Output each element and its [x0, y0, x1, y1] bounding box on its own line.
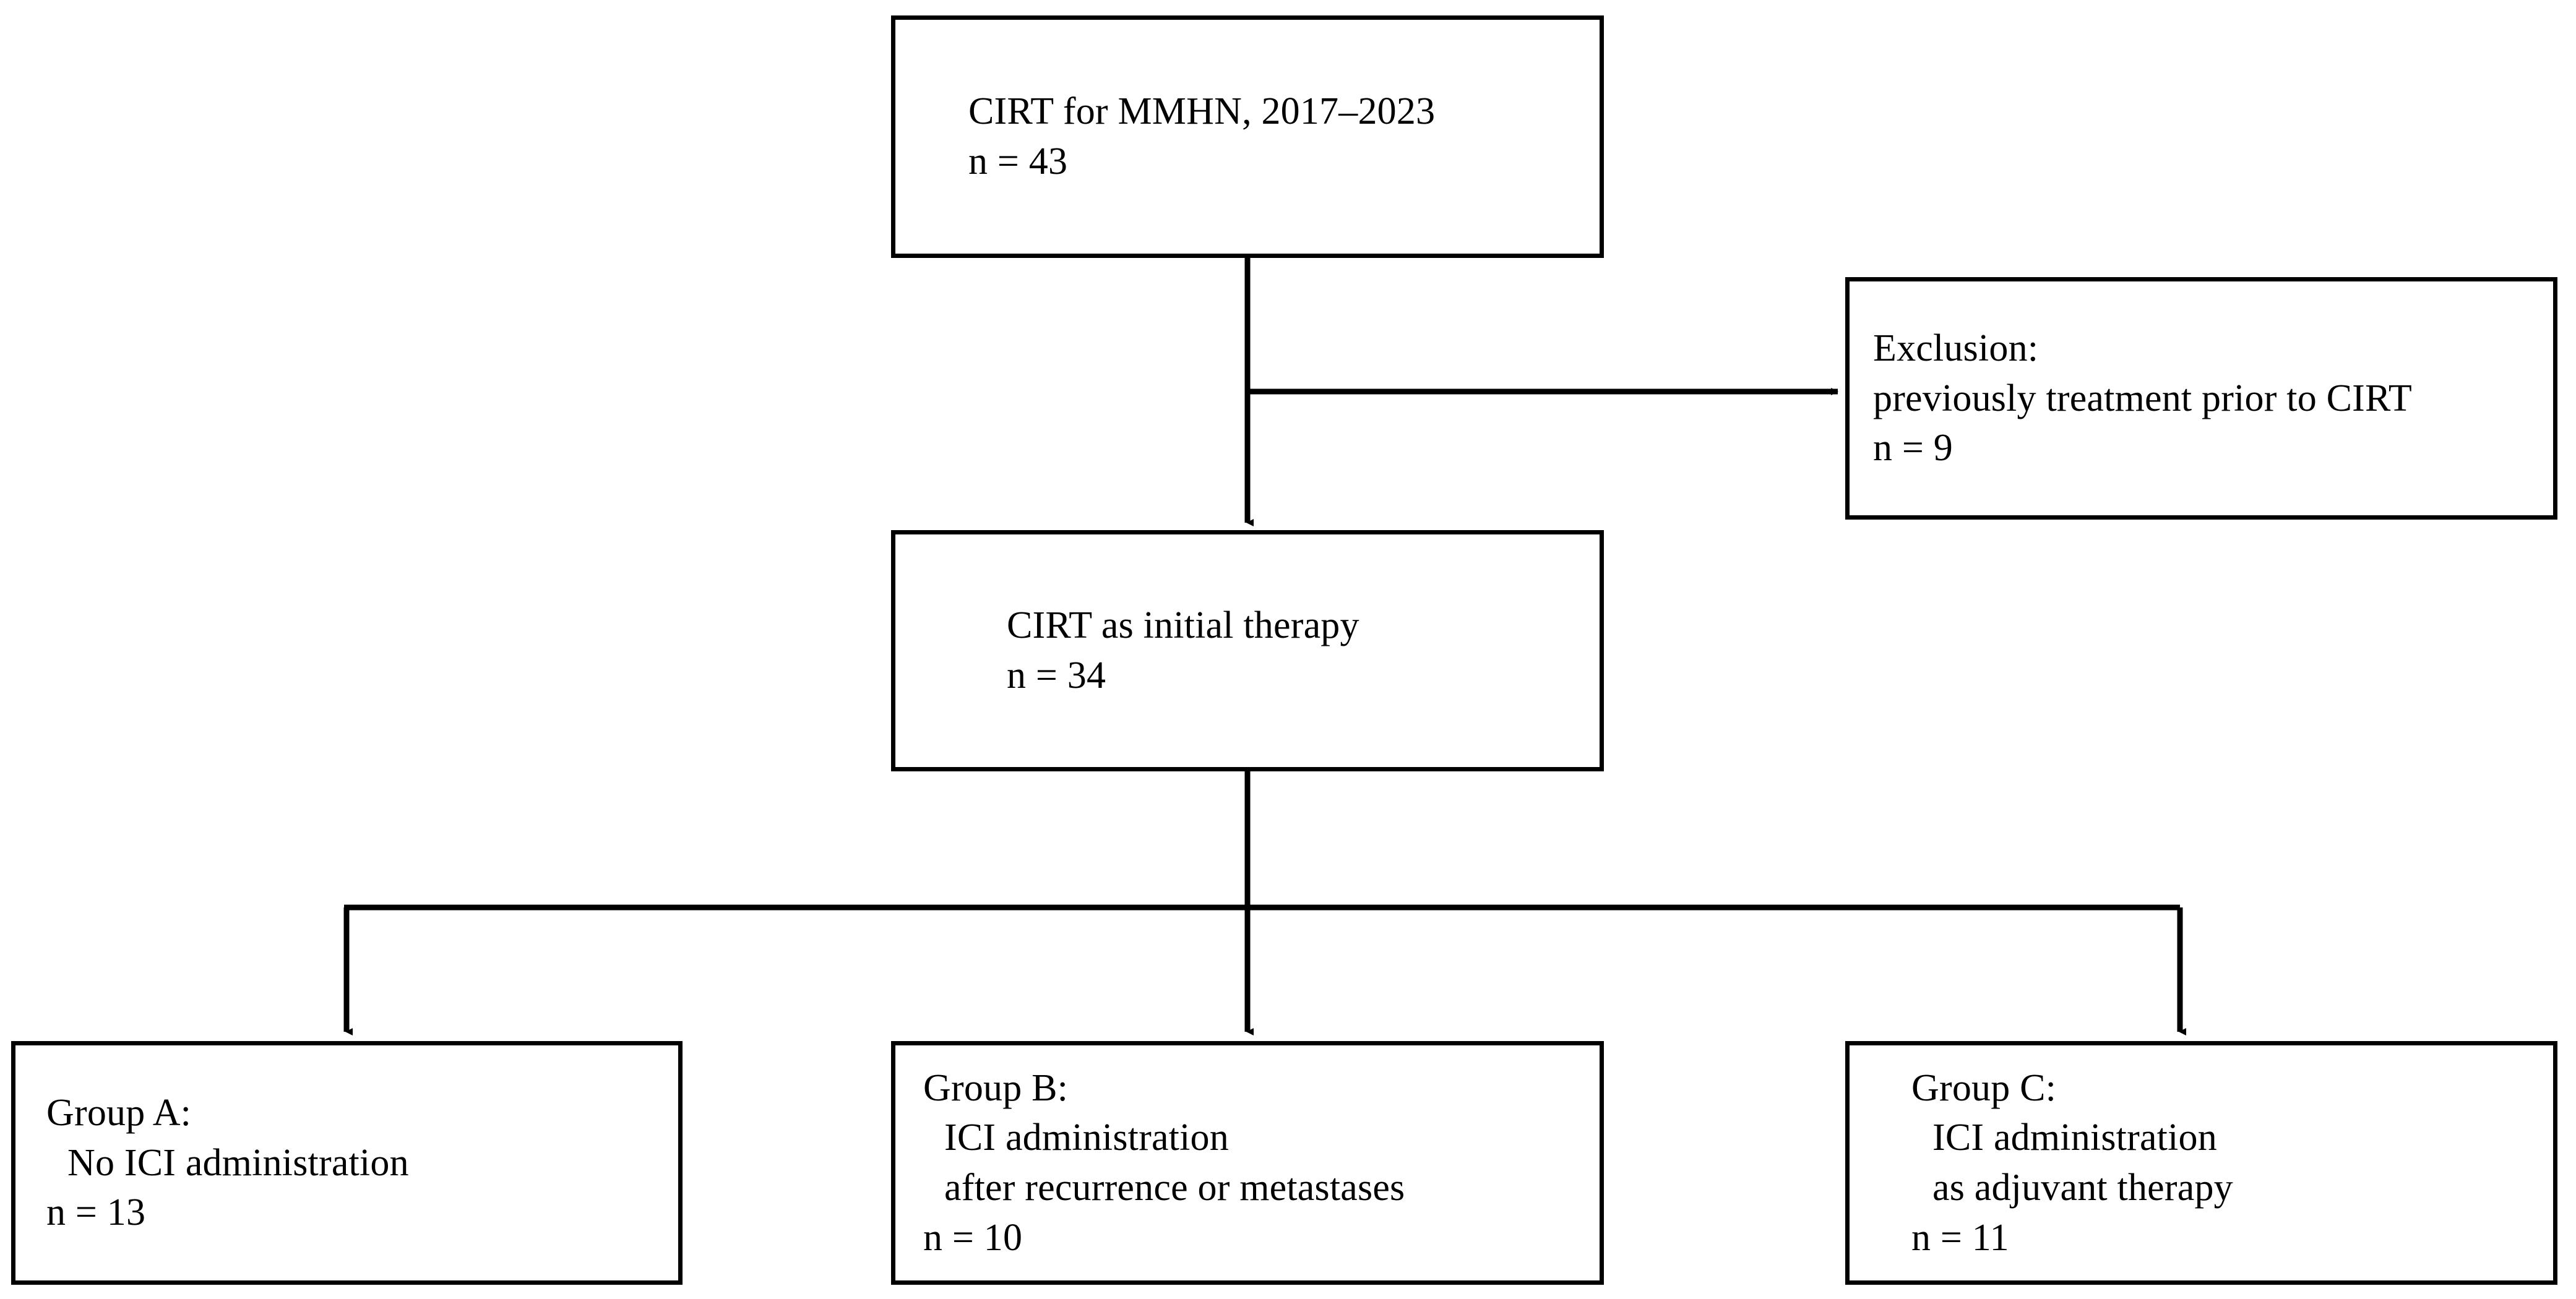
node-group-b-line-3: after recurrence or metastases — [944, 1167, 1405, 1209]
node-group-a-line-1: Group A: — [46, 1092, 192, 1134]
node-exclusion-line-3: n = 9 — [1873, 427, 1953, 469]
node-group-c-text: Group C: ICI administration as adjuvant … — [1850, 1063, 2553, 1263]
node-group-a[interactable]: Group A: No ICI administration n = 13 — [11, 1041, 683, 1285]
node-cirt-initial-therapy-line-2: n = 34 — [1007, 654, 1106, 697]
node-group-c-line-1: Group C: — [1911, 1066, 2057, 1109]
node-group-a-text: Group A: No ICI administration n = 13 — [15, 1088, 678, 1238]
node-group-a-line-2: No ICI administration — [67, 1141, 409, 1184]
node-exclusion-line-2: previously treatment prior to CIRT — [1873, 377, 2412, 419]
node-group-c-line-2: ICI administration — [1932, 1117, 2217, 1159]
node-cirt-cohort[interactable]: CIRT for MMHN, 2017–2023 n = 43 — [891, 15, 1604, 258]
node-group-c-line-3: as adjuvant therapy — [1932, 1167, 2233, 1209]
node-group-a-line-3: n = 13 — [46, 1191, 146, 1234]
node-exclusion-line-1: Exclusion: — [1873, 327, 2039, 370]
node-cirt-cohort-line-1: CIRT for MMHN, 2017–2023 — [968, 90, 1436, 133]
node-group-b-line-2: ICI administration — [944, 1117, 1229, 1159]
node-group-c-line-4: n = 11 — [1911, 1216, 2009, 1259]
node-group-b-line-1: Group B: — [923, 1066, 1069, 1109]
node-cirt-initial-therapy[interactable]: CIRT as initial therapy n = 34 — [891, 530, 1604, 771]
node-cirt-cohort-line-2: n = 43 — [968, 140, 1068, 182]
node-exclusion[interactable]: Exclusion: previously treatment prior to… — [1845, 277, 2557, 520]
node-cirt-cohort-text: CIRT for MMHN, 2017–2023 n = 43 — [895, 87, 1600, 186]
node-group-b-line-4: n = 10 — [923, 1216, 1023, 1259]
node-cirt-initial-therapy-line-1: CIRT as initial therapy — [1007, 604, 1359, 647]
node-cirt-initial-therapy-text: CIRT as initial therapy n = 34 — [895, 601, 1600, 700]
node-group-b-text: Group B: ICI administration after recurr… — [895, 1063, 1600, 1263]
node-exclusion-text: Exclusion: previously treatment prior to… — [1850, 324, 2553, 473]
node-group-c[interactable]: Group C: ICI administration as adjuvant … — [1845, 1041, 2557, 1285]
node-group-b[interactable]: Group B: ICI administration after recurr… — [891, 1041, 1604, 1285]
